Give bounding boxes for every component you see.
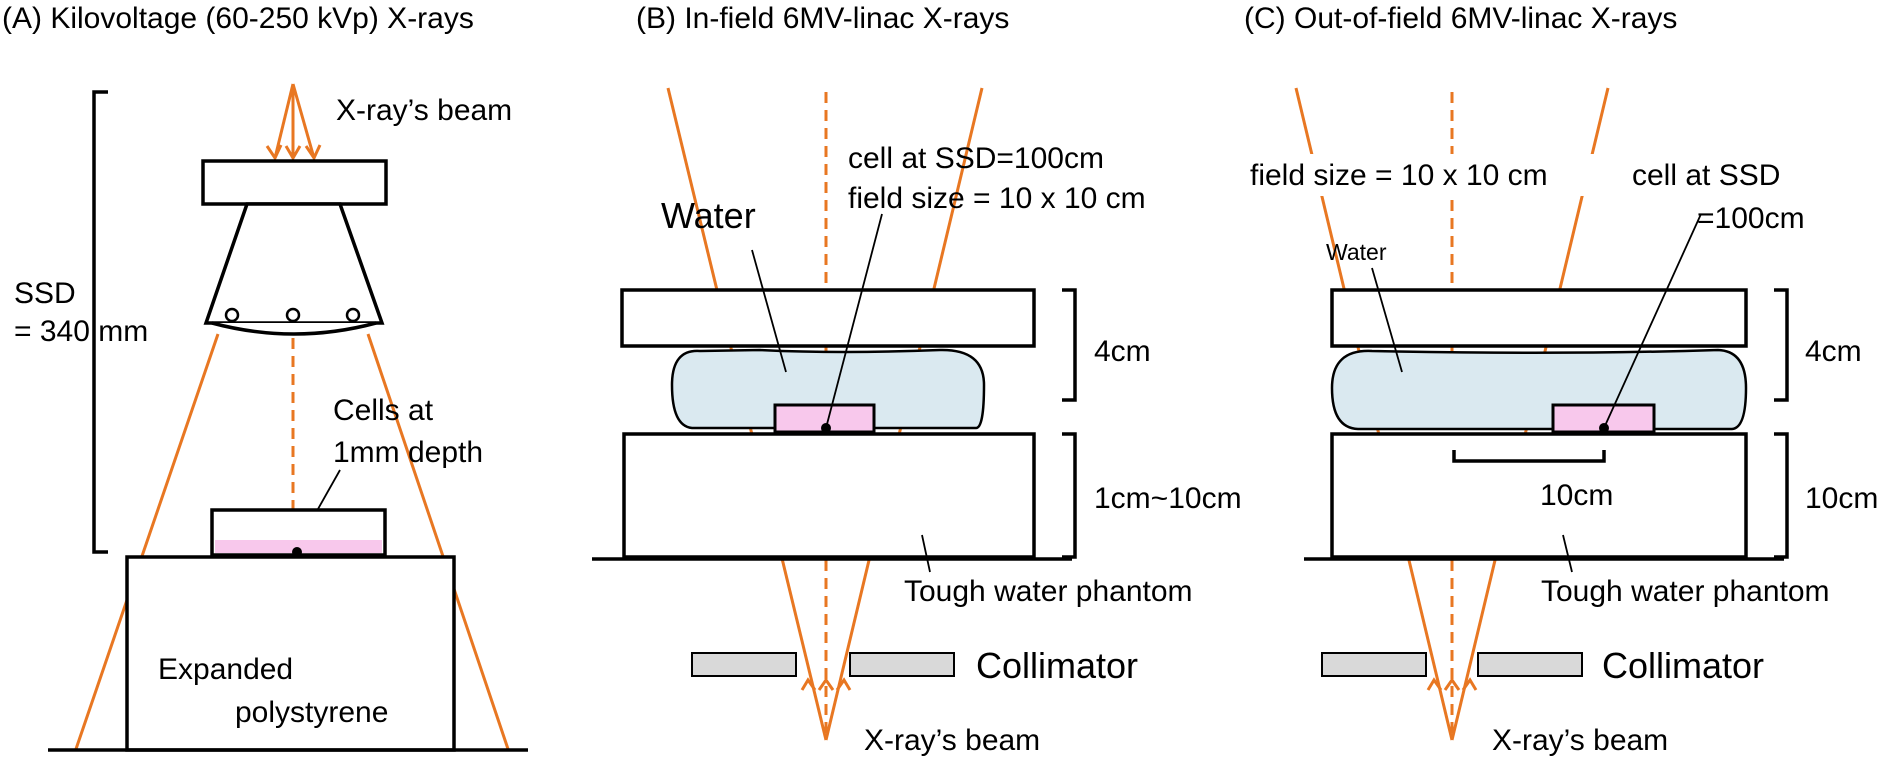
top-plate-b bbox=[620, 288, 1036, 348]
water-layer-b bbox=[670, 348, 986, 430]
phantom-label-c: Tough water phantom bbox=[1541, 575, 1830, 608]
water-layer-c bbox=[1330, 348, 1748, 431]
collimator-label-b: Collimator bbox=[976, 645, 1138, 686]
cell-ssd-label-b: cell at SSD=100cm bbox=[848, 142, 1104, 175]
base-thickness-c: 10cm bbox=[1805, 482, 1878, 515]
collimator-left-c bbox=[1321, 652, 1427, 677]
beam-edge-left-a bbox=[74, 333, 220, 750]
panel-c: (C) Out-of-field 6MV-linac X-rays field … bbox=[1244, 2, 1878, 757]
collimator-right-b bbox=[849, 652, 955, 677]
xray-source-head bbox=[201, 159, 388, 206]
panel-a-title: (A) Kilovoltage (60-250 kVp) X-rays bbox=[2, 2, 474, 35]
panel-b: (B) In-field 6MV-linac X-rays cell at SS… bbox=[592, 2, 1242, 757]
cell-leader-c bbox=[1603, 213, 1702, 429]
water-label-b: Water bbox=[661, 195, 756, 236]
xray-beam-label-c: X-ray’s beam bbox=[1492, 724, 1668, 757]
phantom-leader-c bbox=[1562, 534, 1573, 573]
xray-beam-label-a: X-ray’s beam bbox=[336, 94, 512, 127]
polystyrene-base bbox=[125, 555, 456, 752]
ssd-label-line1: SSD bbox=[14, 277, 76, 310]
panel-c-title: (C) Out-of-field 6MV-linac X-rays bbox=[1244, 2, 1677, 35]
panel-b-title: (B) In-field 6MV-linac X-rays bbox=[636, 2, 1009, 35]
collimator-left-b bbox=[691, 652, 797, 677]
base-label-line2: polystyrene bbox=[235, 696, 388, 729]
cell-layer-a bbox=[215, 540, 382, 553]
collimator-right-c bbox=[1477, 652, 1583, 677]
cells-label-line1: Cells at bbox=[333, 394, 434, 427]
phantom-label-b: Tough water phantom bbox=[904, 575, 1193, 608]
cell-point-a bbox=[292, 547, 302, 557]
cells-label-line2: 1mm depth bbox=[333, 436, 483, 469]
panel-a: (A) Kilovoltage (60-250 kVp) X-rays SSD … bbox=[2, 2, 528, 752]
offset-bracket-c bbox=[1452, 450, 1606, 463]
field-size-label-b: field size = 10 x 10 cm bbox=[848, 182, 1146, 215]
collimator-label-c: Collimator bbox=[1602, 645, 1764, 686]
phantom-base-c bbox=[1330, 432, 1748, 559]
top-thickness-b: 4cm bbox=[1094, 335, 1151, 368]
base-thickness-b: 1cm~10cm bbox=[1094, 482, 1242, 515]
water-label-c: Water bbox=[1326, 239, 1387, 265]
top-bracket-c bbox=[1774, 288, 1789, 402]
top-thickness-c: 4cm bbox=[1805, 335, 1862, 368]
base-label-line1: Expanded bbox=[158, 653, 293, 686]
top-plate-c bbox=[1330, 288, 1748, 348]
filament-dot-3 bbox=[345, 307, 361, 323]
base-bracket-b bbox=[1062, 432, 1077, 559]
offset-label-c: 10cm bbox=[1540, 479, 1613, 512]
phantom-leader-b bbox=[921, 534, 931, 573]
top-bracket-b bbox=[1062, 288, 1077, 402]
field-size-label-c: field size = 10 x 10 cm bbox=[1250, 159, 1548, 192]
filament-dot-1 bbox=[224, 307, 240, 323]
xray-cone bbox=[203, 202, 385, 325]
base-bracket-c bbox=[1774, 432, 1789, 559]
cone-window bbox=[211, 321, 377, 336]
ssd-bracket bbox=[92, 90, 108, 554]
beam-source-arrows-c bbox=[1426, 677, 1478, 691]
cell-ssd-label-c-line2: =100cm bbox=[1697, 202, 1805, 235]
water-leader-c bbox=[1371, 267, 1403, 373]
cell-leader-b bbox=[825, 213, 883, 429]
ssd-label-line2: = 340 mm bbox=[14, 315, 148, 348]
field-size-label-bg-c bbox=[1247, 154, 1605, 196]
water-leader-b bbox=[751, 249, 787, 373]
filament-dot-2 bbox=[285, 307, 301, 323]
cell-ssd-label-c-line1: cell at SSD bbox=[1632, 159, 1780, 192]
xray-beam-arrows-a bbox=[265, 83, 322, 162]
xray-beam-label-b: X-ray’s beam bbox=[864, 724, 1040, 757]
phantom-base-b bbox=[622, 432, 1036, 559]
beam-edge-right-a bbox=[366, 333, 510, 750]
beam-source-arrows-b bbox=[800, 677, 852, 691]
